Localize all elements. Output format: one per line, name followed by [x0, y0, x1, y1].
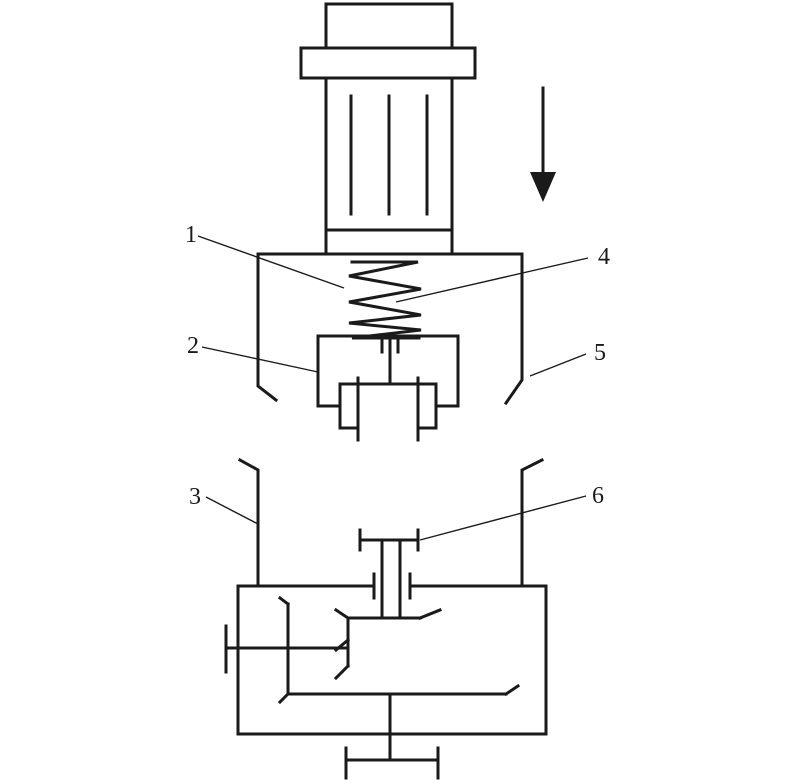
- leader-2: [201, 346, 319, 373]
- spring: [348, 260, 422, 340]
- label-2: 2: [187, 333, 199, 359]
- label-3: 3: [189, 484, 201, 510]
- label-6: 6: [592, 483, 604, 509]
- upper-clutch-assembly: [316, 334, 460, 442]
- motor-flange: [299, 46, 477, 80]
- motor: [299, 2, 477, 256]
- leader-1: [197, 235, 345, 289]
- label-1: 1: [185, 222, 197, 248]
- leader-4: [395, 257, 589, 303]
- upper-housing-left-wall: [256, 252, 279, 403]
- leader-5: [529, 353, 587, 377]
- leader-6: [419, 495, 587, 541]
- gearbox: [224, 572, 548, 780]
- lower-housing-right-wall: [520, 457, 545, 588]
- upper-housing: [256, 252, 524, 406]
- upper-housing-right-wall: [503, 252, 524, 406]
- lower-housing: [237, 457, 545, 588]
- down-arrow-icon: [530, 86, 556, 202]
- leader-3: [205, 496, 259, 525]
- upper-clutch-frame: [316, 334, 460, 408]
- label-5: 5: [594, 340, 606, 366]
- motor-top-cap: [324, 2, 454, 50]
- label-4: 4: [598, 244, 610, 270]
- lower-receiver: [358, 528, 420, 620]
- gearbox-frame: [236, 584, 548, 736]
- lower-housing-left-wall: [237, 457, 260, 588]
